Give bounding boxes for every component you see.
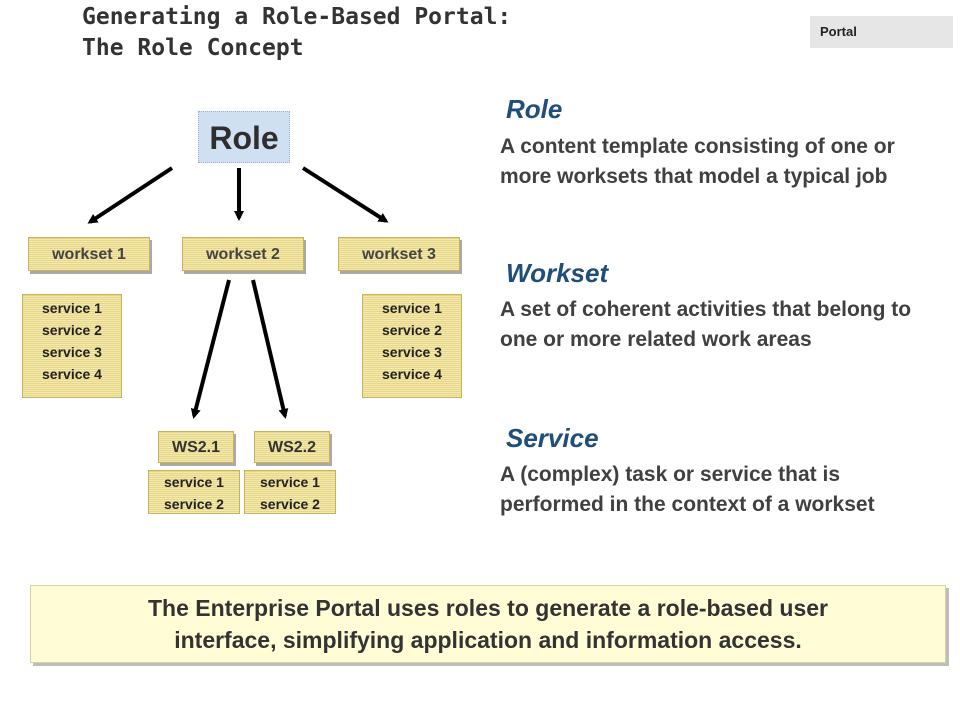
- list-item: service 1: [260, 474, 320, 490]
- list-item: service 4: [382, 366, 442, 382]
- list-item: service 2: [260, 496, 320, 512]
- summary-line-2: interface, simplifying application and i…: [174, 627, 802, 653]
- list-item: service 2: [42, 322, 102, 338]
- ws2-2-node: WS2.2: [254, 431, 330, 463]
- definition-role-term: Role: [506, 94, 563, 124]
- summary-banner: The Enterprise Portal uses roles to gene…: [30, 585, 946, 663]
- definition-role-text: A content template consisting of one or …: [500, 135, 895, 188]
- title-line-2: The Role Concept: [82, 35, 304, 61]
- workset-1-services: service 1 service 2 service 3 service 4: [22, 294, 122, 398]
- role-node: Role: [198, 111, 290, 163]
- arrow-workset-2-to-ws2-2: [251, 279, 289, 419]
- arrow-workset-2-to-ws2-1: [190, 279, 231, 419]
- arrow-role-to-workset-3: [301, 166, 389, 223]
- definition-workset-text: A set of coherent activities that belong…: [500, 298, 912, 351]
- page-title: Generating a Role-Based Portal: The Role…: [82, 2, 762, 64]
- workset-1-node: workset 1: [28, 237, 150, 271]
- list-item: service 1: [164, 474, 224, 490]
- title-line-1: Generating a Role-Based Portal:: [82, 4, 512, 30]
- list-item: service 3: [42, 344, 102, 360]
- list-item: service 1: [42, 300, 102, 316]
- definition-service-term: Service: [506, 423, 599, 453]
- workset-3-services: service 1 service 2 service 3 service 4: [362, 294, 462, 398]
- definition-service-text: A (complex) task or service that is perf…: [500, 463, 875, 516]
- ws2-2-services: service 1 service 2: [244, 470, 336, 514]
- list-item: service 1: [382, 300, 442, 316]
- list-item: service 2: [164, 496, 224, 512]
- definition-workset-term: Workset: [506, 258, 609, 288]
- arrow-role-to-workset-1: [87, 166, 174, 224]
- summary-line-1: The Enterprise Portal uses roles to gene…: [147, 595, 829, 621]
- list-item: service 4: [42, 366, 102, 382]
- ws2-1-node: WS2.1: [158, 431, 234, 463]
- ws2-1-services: service 1 service 2: [148, 470, 240, 514]
- list-item: service 3: [382, 344, 442, 360]
- list-item: service 2: [382, 322, 442, 338]
- workset-2-node: workset 2: [182, 237, 304, 271]
- workset-3-node: workset 3: [338, 237, 460, 271]
- section-tag: Portal: [810, 16, 953, 48]
